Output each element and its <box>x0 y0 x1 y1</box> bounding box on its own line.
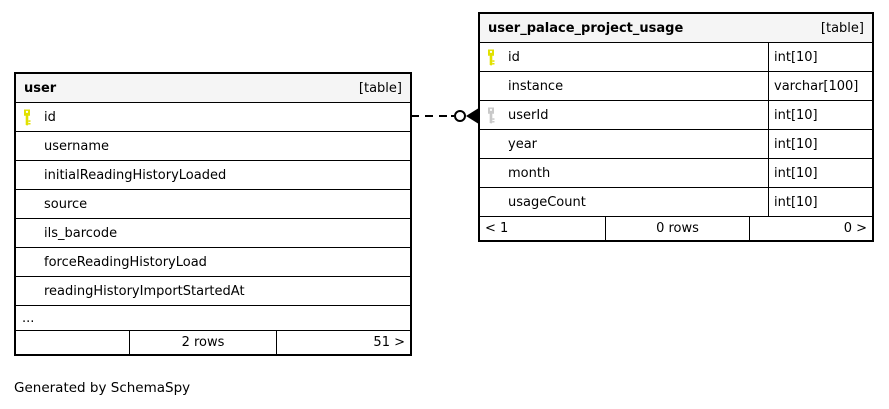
column-name: usageCount <box>508 194 586 210</box>
table-footer-user-palace-project-usage: < 1 0 rows 0 > <box>480 216 872 240</box>
hidden-columns-count: 51 > <box>276 331 410 354</box>
column-name: id <box>508 49 520 65</box>
column-type: int[10] <box>768 101 872 129</box>
column-name: username <box>44 138 109 154</box>
hidden-columns-ellipsis: ... <box>16 305 410 330</box>
column-name: forceReadingHistoryLoad <box>44 254 207 270</box>
column-row-username: username <box>16 131 410 160</box>
column-name: initialReadingHistoryLoaded <box>44 167 227 183</box>
column-name: userId <box>508 107 549 123</box>
footer-left-cell <box>16 331 129 354</box>
column-name: readingHistoryImportStartedAt <box>44 283 245 299</box>
column-type: int[10] <box>768 130 872 158</box>
primary-key-icon <box>486 49 496 66</box>
column-row-id: id <box>16 102 410 131</box>
primary-key-icon <box>22 109 32 126</box>
column-row-month: month int[10] <box>480 158 872 187</box>
table-name[interactable]: user <box>24 80 57 96</box>
table-header-user-palace-project-usage[interactable]: user_palace_project_usage [table] <box>480 14 872 42</box>
table-node-user[interactable]: user [table] id username initialReadingH… <box>14 72 412 356</box>
column-type: varchar[100] <box>768 72 872 100</box>
foreign-key-icon <box>486 107 496 124</box>
column-name: month <box>508 165 551 181</box>
zero-cardinality-circle-icon <box>454 110 466 122</box>
table-node-user-palace-project-usage[interactable]: user_palace_project_usage [table] id int… <box>478 12 874 242</box>
related-tables-out-count: 0 > <box>749 217 872 240</box>
column-row-instance: instance varchar[100] <box>480 71 872 100</box>
generated-by-label: Generated by SchemaSpy <box>14 380 191 396</box>
table-footer-user: 2 rows 51 > <box>16 330 410 354</box>
table-header-user[interactable]: user [table] <box>16 74 410 102</box>
column-name: id <box>44 109 56 125</box>
column-name: ils_barcode <box>44 225 118 241</box>
table-name[interactable]: user_palace_project_usage <box>488 20 684 36</box>
column-row-id: id int[10] <box>480 42 872 71</box>
table-kind-label: [table] <box>358 80 402 96</box>
column-type: int[10] <box>768 159 872 187</box>
row-count-label: 0 rows <box>605 217 749 240</box>
column-row-initialReadingHistoryLoaded: initialReadingHistoryLoaded <box>16 160 410 189</box>
row-count-label: 2 rows <box>129 331 276 354</box>
column-type: int[10] <box>768 188 872 216</box>
column-row-usageCount: usageCount int[10] <box>480 187 872 216</box>
column-row-userId: userId int[10] <box>480 100 872 129</box>
relationship-connector <box>411 108 478 124</box>
column-type: int[10] <box>768 43 872 71</box>
crow-foot-arrow-icon <box>466 108 478 124</box>
related-tables-in-count: < 1 <box>485 221 509 236</box>
column-row-ils_barcode: ils_barcode <box>16 218 410 247</box>
column-name: year <box>508 136 538 152</box>
column-name: source <box>44 196 88 212</box>
column-name: instance <box>508 78 564 94</box>
table-kind-label: [table] <box>820 20 864 36</box>
column-row-forceReadingHistoryLoad: forceReadingHistoryLoad <box>16 247 410 276</box>
column-row-year: year int[10] <box>480 129 872 158</box>
column-row-source: source <box>16 189 410 218</box>
column-row-readingHistoryImportStartedAt: readingHistoryImportStartedAt <box>16 276 410 305</box>
